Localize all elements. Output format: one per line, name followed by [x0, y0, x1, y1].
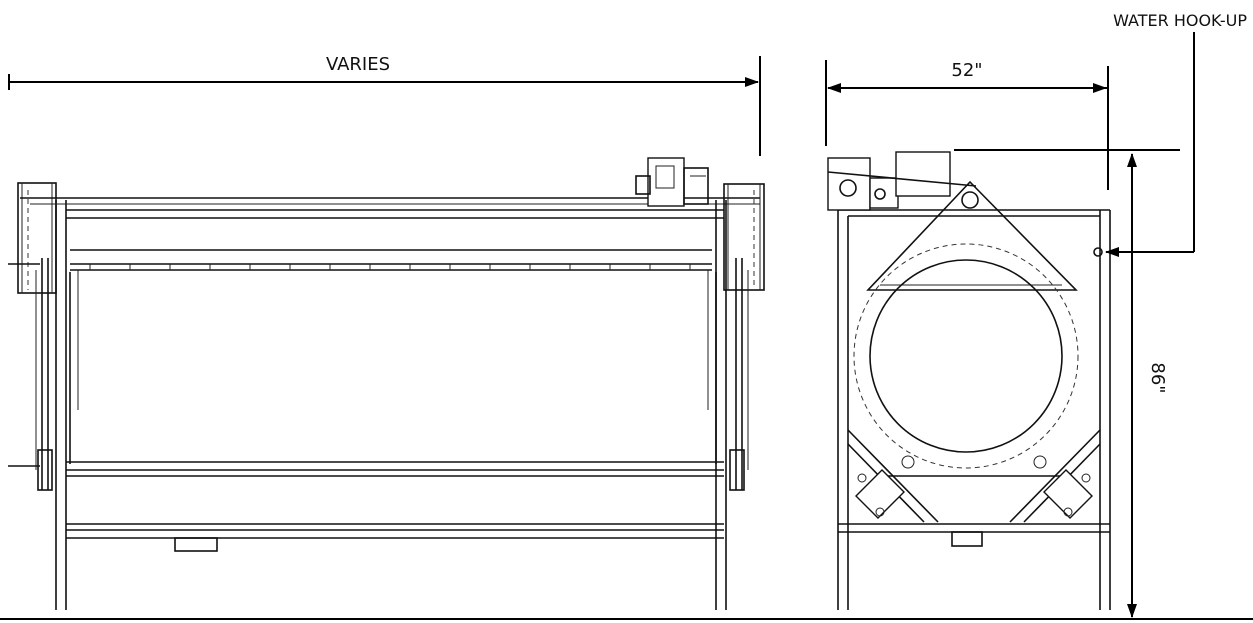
front-view [8, 157, 765, 610]
drum-body [66, 272, 724, 552]
right-end-column [715, 183, 765, 610]
water-hookup-label: WATER HOOK-UP [1113, 11, 1247, 30]
water-port [1093, 247, 1103, 257]
side-view [827, 151, 1111, 610]
height-dimension: 86" [954, 149, 1180, 618]
left-end-column [8, 182, 67, 610]
spray-bar [70, 249, 712, 410]
height-label: 86" [1147, 362, 1168, 393]
width-label: 52" [951, 60, 982, 81]
width-dimension: 52" [825, 60, 1109, 190]
top-frame [20, 197, 760, 219]
drive-motor [635, 157, 709, 207]
drum-circle [853, 243, 1079, 469]
side-drive-assembly [827, 151, 979, 211]
water-hookup-callout: WATER HOOK-UP [1105, 11, 1247, 257]
triangle-hopper [866, 180, 1078, 291]
varies-dimension: VARIES [8, 54, 761, 156]
varies-label: VARIES [326, 54, 390, 75]
lower-braces [847, 429, 1101, 523]
